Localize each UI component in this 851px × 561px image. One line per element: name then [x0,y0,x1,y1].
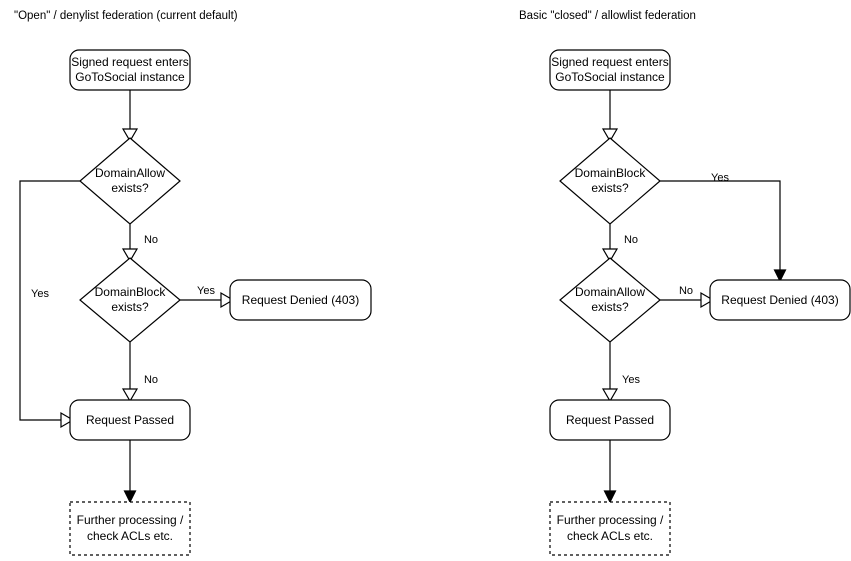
decision-domainblock-label-line1: DomainBlock [95,285,167,299]
edge-label-domainblock-no: No [624,234,638,246]
edge-label-domainallow-no: No [679,285,693,297]
node-decision-domainblock-left[interactable]: DomainBlock exists? [79,257,181,343]
decision-domainblock-label-line2: exists? [111,300,149,314]
request-denied-label: Request Denied (403) [721,293,838,307]
decision-domainblock-label-line1: DomainBlock [575,166,647,180]
decision-domainblock-label-line2: exists? [591,181,629,195]
edge-label-domainblock-yes: Yes [197,285,215,297]
node-request-passed-right[interactable]: Request Passed [549,399,671,441]
edge-domainallow-yes-to-passed-right: Yes [601,342,640,403]
edge-domainallow-no-to-domainblock: No [121,224,158,263]
arrowhead-open-icon [121,128,139,143]
further-processing-box-shape[interactable] [549,501,671,556]
request-passed-label: Request Passed [86,413,174,427]
further-processing-box-shape[interactable] [69,501,191,556]
edge-label-domainallow-yes: Yes [622,374,640,386]
start-box-label-line2: GoToSocial instance [75,70,185,84]
further-processing-label-line2: check ACLs etc. [87,529,173,543]
arrowhead-filled-icon [123,490,137,504]
start-box-label-line2: GoToSocial instance [555,70,665,84]
request-denied-box-shape[interactable] [229,279,372,321]
edge-label-domainblock-yes: Yes [711,172,729,184]
node-decision-domainallow-left[interactable]: DomainAllow exists? [79,137,181,225]
further-processing-label-line2: check ACLs etc. [567,529,653,543]
panel-title-closed-allowlist: Basic "closed" / allowlist federation [519,10,696,22]
edge-domainblock-no-to-passed: No [121,342,158,403]
panel-closed-allowlist: Basic "closed" / allowlist federation Si… [519,10,851,556]
arrowhead-open-icon [60,411,75,429]
request-denied-label: Request Denied (403) [242,293,359,307]
arrowhead-open-icon [700,291,715,309]
request-passed-label: Request Passed [566,413,654,427]
start-box-label-line1: Signed request enters [71,55,188,69]
further-processing-label-line1: Further processing / [77,513,184,527]
edge-domainallow-yes-to-passed: Yes [19,180,80,429]
edge-start-to-domainblock-right [601,90,619,143]
edge-label-domainblock-no: No [144,374,158,386]
edge-domainblock-yes-to-denied-right: Yes [660,172,787,283]
panel-open-denylist: "Open" / denylist federation (current de… [14,10,372,556]
node-further-processing-left[interactable]: Further processing / check ACLs etc. [69,501,191,556]
node-further-processing-right[interactable]: Further processing / check ACLs etc. [549,501,671,556]
edge-label-domainallow-no: No [144,234,158,246]
edge-passed-to-further-left [123,440,137,504]
edge-domainallow-no-to-denied-right: No [660,285,715,309]
decision-domainallow-label-line2: exists? [111,181,149,195]
edge-start-to-domainallow [121,90,139,143]
edge-label-domainallow-yes: Yes [31,288,49,300]
arrowhead-filled-icon [603,490,617,504]
arrowhead-open-icon [601,248,619,263]
decision-domainallow-label-line1: DomainAllow [575,285,645,299]
node-request-denied-left[interactable]: Request Denied (403) [229,279,372,321]
arrowhead-open-icon [121,248,139,263]
edge-domainblock-no-to-domainallow: No [601,224,638,263]
arrowhead-open-icon [601,128,619,143]
node-decision-domainblock-right[interactable]: DomainBlock exists? [559,137,661,225]
request-denied-box-shape[interactable] [709,279,851,321]
further-processing-label-line1: Further processing / [557,513,664,527]
node-request-denied-right[interactable]: Request Denied (403) [709,279,851,321]
edge-domainblock-yes-to-denied: Yes [180,285,235,309]
start-box-label-line1: Signed request enters [551,55,668,69]
arrowhead-open-icon [121,388,139,403]
edge-passed-to-further-right [603,440,617,504]
decision-domainallow-label-line1: DomainAllow [95,166,165,180]
panel-title-open-denylist: "Open" / denylist federation (current de… [14,10,238,22]
arrowhead-filled-icon [773,269,787,283]
arrowhead-open-icon [220,291,235,309]
node-start-left[interactable]: Signed request enters GoToSocial instanc… [69,49,191,91]
decision-domainallow-label-line2: exists? [591,300,629,314]
node-decision-domainallow-right[interactable]: DomainAllow exists? [559,257,661,343]
arrowhead-open-icon [601,388,619,403]
node-start-right[interactable]: Signed request enters GoToSocial instanc… [549,49,671,91]
node-request-passed-left[interactable]: Request Passed [69,399,191,441]
